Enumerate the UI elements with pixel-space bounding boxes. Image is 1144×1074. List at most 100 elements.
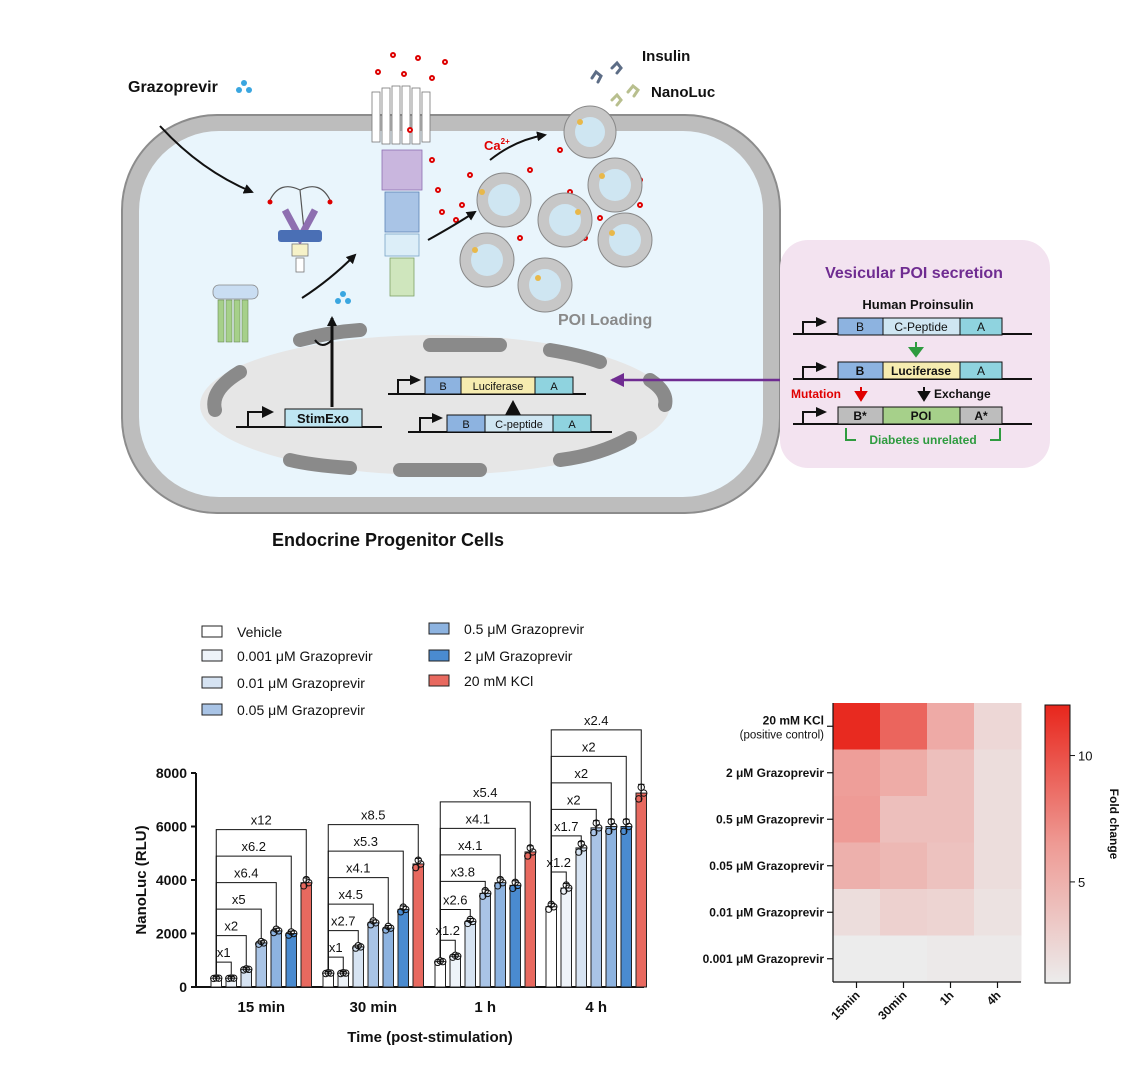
fold-label: x1 [329, 940, 343, 955]
row-sublabel: (positive control) [740, 729, 825, 741]
data-point [245, 965, 253, 974]
green-down-arrow-icon [908, 342, 924, 358]
data-point [565, 884, 573, 892]
gene-b-star-label: B* [853, 409, 867, 423]
cpeptide-construct: B C-peptide A [408, 400, 612, 433]
bar [367, 922, 379, 988]
data-point [514, 881, 522, 890]
exchange-label: Exchange [934, 387, 991, 401]
fold-label: x4.5 [338, 887, 363, 902]
data-point [305, 878, 313, 887]
black-down-arrow-icon [917, 387, 931, 402]
data-point [439, 957, 447, 966]
cell-title: Endocrine Progenitor Cells [272, 530, 504, 550]
data-point [367, 921, 375, 929]
vesicle [476, 172, 532, 228]
fold-label: x2 [224, 919, 238, 934]
fold-label: x6.4 [234, 866, 259, 881]
data-point [610, 822, 618, 831]
heatmap-cell [880, 842, 928, 890]
comparison-bracket [327, 956, 344, 970]
panel-title: Vesicular POI secretion [825, 265, 1003, 282]
bar [590, 827, 602, 988]
legend-label: 2 μM Grazoprevir [464, 648, 573, 664]
gene-a-label: A [977, 320, 985, 334]
red-down-arrow-icon [854, 387, 868, 402]
heatmap-cell [880, 703, 928, 750]
bar [352, 946, 364, 988]
heatmap-cell [880, 749, 928, 797]
data-point [620, 827, 628, 836]
data-point [590, 828, 598, 837]
bar [509, 884, 521, 988]
gene-b-label: B [439, 381, 446, 393]
gene-b-label: B [856, 320, 864, 334]
gene-a-label: A [550, 381, 558, 393]
colorbar-tick-label: 10 [1078, 749, 1092, 764]
data-point [227, 974, 235, 982]
legend-swatch [201, 625, 223, 638]
heatmap-cell [833, 842, 881, 890]
data-point [469, 917, 477, 926]
insulin-label: Insulin [642, 48, 690, 65]
data-point [417, 860, 425, 868]
legend-swatch [428, 622, 450, 635]
heatmap-cell [974, 749, 1022, 797]
drug-label: Grazoprevir [128, 79, 218, 96]
data-point [357, 943, 365, 951]
data-point [387, 924, 395, 932]
gene-b-label: B [856, 364, 865, 378]
heatmap-cell [927, 703, 975, 750]
fold-label: x2 [582, 739, 596, 754]
bar [494, 882, 506, 988]
heatmap-cell [927, 749, 975, 797]
bar [560, 887, 572, 988]
y-axis-title: NanoLuc (RLU) [133, 825, 150, 934]
colorbar-tick-label: 5 [1078, 875, 1085, 890]
legend-label: 0.5 μM Grazoprevir [464, 621, 584, 637]
data-point [342, 969, 350, 977]
bar [605, 826, 617, 988]
gene-cpeptide-label: C-peptide [495, 419, 543, 431]
legend-label: 0.001 μM Grazoprevir [237, 648, 373, 664]
data-point [215, 974, 223, 982]
insertion-arrowhead [505, 400, 521, 415]
data-point [412, 863, 420, 872]
vesicle [459, 232, 515, 288]
fold-label: x1 [217, 945, 231, 960]
row-label: 2 μM Grazoprevir [726, 766, 824, 780]
legend-label: 20 mM KCl [464, 673, 533, 689]
bar [382, 927, 394, 988]
heatmap-cell [880, 935, 928, 983]
legend-swatch [201, 676, 223, 689]
x-tick-label: 15 min [237, 999, 285, 1016]
legend-swatch [201, 649, 223, 662]
x-axis-title: Time (post-stimulation) [347, 1029, 513, 1046]
luciferase-row: B Luciferase A [793, 361, 1032, 380]
heatmap-cell [927, 889, 975, 936]
gene-cpeptide-label: C-Peptide [894, 320, 948, 334]
heatmap-cell [833, 935, 881, 983]
vesicle [537, 192, 593, 248]
nuclear-envelope [207, 323, 673, 477]
bar [545, 906, 557, 988]
bar [449, 955, 461, 988]
heatmap-cell [974, 889, 1022, 936]
comparison-bracket [215, 908, 262, 975]
gene-poi-label: POI [911, 409, 932, 423]
data-point [275, 927, 283, 935]
fold-label: x8.5 [361, 808, 386, 823]
comparison-bracket [215, 961, 232, 975]
gene-b-label: B [462, 419, 469, 431]
fold-label: x2 [574, 766, 588, 781]
y-tick-label: 8000 [156, 765, 187, 781]
fold-label: x1.2 [435, 923, 460, 938]
fold-label: x4.1 [465, 811, 490, 826]
fold-label: x2.7 [331, 914, 356, 929]
drug-molecule-icon [236, 80, 252, 93]
legend-label: Vehicle [237, 624, 282, 640]
column-label: 4h [984, 988, 1004, 1008]
data-point [580, 844, 588, 852]
heatmap-cell [880, 796, 928, 843]
exocytosis-arrow [489, 131, 547, 161]
